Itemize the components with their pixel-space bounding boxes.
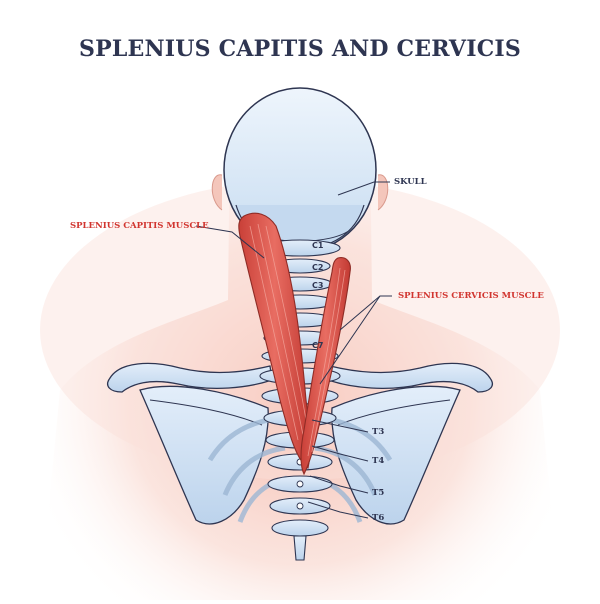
c7-label: C7: [312, 341, 324, 350]
diagram-title: SPLENIUS CAPITIS AND CERVICIS: [79, 36, 521, 62]
leader-lines: [195, 181, 392, 519]
skull-label: SKULL: [394, 177, 427, 187]
c3-label: C3: [312, 281, 324, 290]
splenius-capitis-leader: [195, 225, 265, 259]
splenius-capitis-label: SPLENIUS CAPITIS MUSCLE: [70, 221, 209, 231]
left-clavicle: [107, 362, 273, 393]
right-scapula: [331, 385, 461, 525]
splenius-cervicis-leader-2: [339, 295, 381, 331]
t3-label: T3: [372, 427, 385, 437]
skull-leader: [337, 181, 390, 196]
splenius-capitis-muscle: [238, 212, 311, 469]
t4-label: T4: [372, 456, 385, 466]
left-scapula: [139, 385, 269, 525]
t5-leader: [309, 475, 369, 494]
t4-leader: [311, 445, 369, 462]
t6-label: T6: [372, 513, 385, 523]
c2-label: C2: [312, 263, 324, 272]
t3-leader: [311, 419, 369, 433]
c1-label: C1: [312, 241, 324, 250]
right-clavicle: [327, 362, 493, 393]
splenius-cervicis-label: SPLENIUS CERVICIS MUSCLE: [398, 291, 544, 301]
t6-leader: [307, 501, 369, 519]
t5-label: T5: [372, 488, 385, 498]
